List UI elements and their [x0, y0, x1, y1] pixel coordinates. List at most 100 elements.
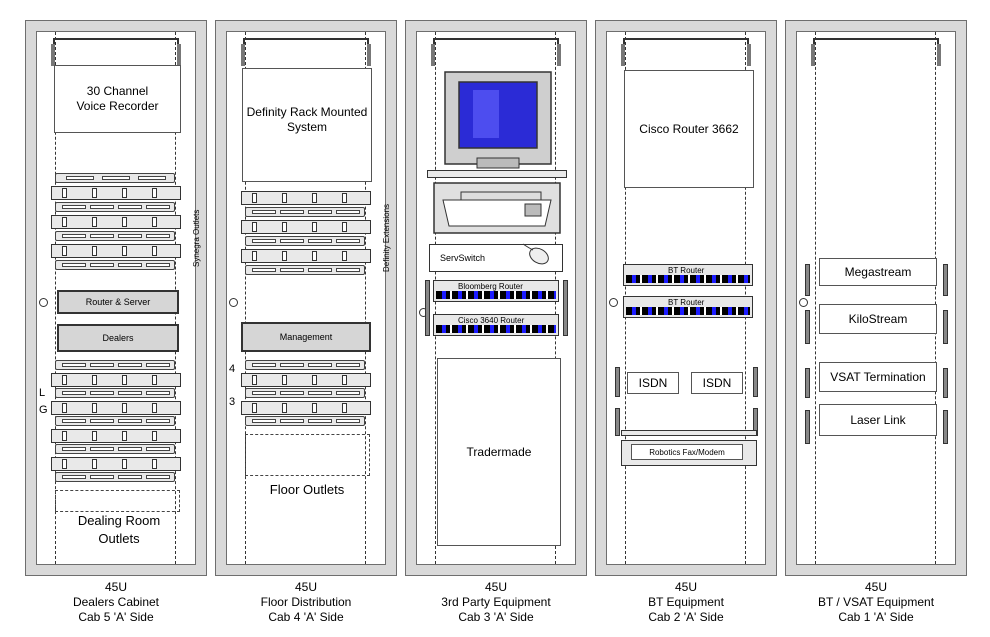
robotics-fax-modem: Robotics Fax/Modem: [631, 444, 743, 460]
rail-left: [245, 32, 246, 564]
patch-shelf: [241, 249, 371, 263]
synegra-outlets-label: Synegra Outlets: [192, 209, 201, 267]
cisco-3662-router: Cisco Router 3662: [624, 70, 754, 188]
patch-panel: [55, 260, 175, 270]
caption-size: 45U: [864, 580, 887, 594]
rail-right: [365, 32, 366, 564]
caption-side: Cab 1 'A' Side: [838, 610, 914, 624]
rack-handle: [805, 410, 810, 444]
monitor-icon: [443, 70, 553, 170]
megastream-unit: Megastream: [819, 258, 937, 286]
mouse-icon: [521, 242, 551, 266]
kilostream-unit: KiloStream: [819, 304, 937, 334]
caption-size: 45U: [294, 580, 317, 594]
patch-panel: [55, 231, 175, 241]
servswitch-label: ServSwitch: [440, 253, 486, 263]
rack-handle: [943, 310, 948, 344]
rack-handle: [805, 368, 810, 398]
outlet-space: [55, 490, 180, 512]
cabinet-frame: 30 Channel Voice Recorder Synegra Outlet…: [36, 31, 201, 565]
outlet-space: [245, 434, 370, 476]
patch-shelf: [51, 457, 181, 471]
caption-cab-5: 45U Dealers Cabinet Cab 5 'A' Side: [21, 580, 211, 625]
bt-router-2-label: BT Router: [668, 298, 705, 307]
cabinet-bt-vsat: Megastream KiloStream VSAT Termination L…: [785, 20, 967, 576]
rack-handle: [615, 408, 620, 436]
caption-name: Dealers Cabinet: [72, 595, 160, 609]
tradermade-unit: Tradermade: [437, 358, 561, 546]
top-bracket: [431, 38, 561, 66]
caption-size: 45U: [484, 580, 507, 594]
definity-system: Definity Rack Mounted System: [242, 68, 372, 182]
dealers-unit: Dealers: [57, 324, 179, 352]
voice-recorder: 30 Channel Voice Recorder: [54, 65, 181, 133]
cabinet-frame: Cisco Router 3662 BT Router BT Router IS…: [606, 31, 766, 565]
dealers-label: Dealers: [102, 333, 134, 343]
caption-name: BT / VSAT Equipment: [817, 595, 935, 609]
patch-panel: [55, 202, 175, 212]
rail-left: [55, 32, 56, 564]
management-unit: Management: [241, 322, 371, 352]
patch-panel: [245, 388, 365, 398]
rack-handle: [425, 280, 430, 336]
patch-shelf: [51, 186, 181, 200]
cabinet-frame: Megastream KiloStream VSAT Termination L…: [796, 31, 956, 565]
vsat-termination-unit: VSAT Termination: [819, 362, 937, 392]
patch-panel: [245, 207, 365, 217]
patch-panel: [245, 416, 365, 426]
rack-handle: [943, 410, 948, 444]
cable-ring: [799, 298, 808, 307]
caption-size: 45U: [104, 580, 127, 594]
patch-shelf: [51, 429, 181, 443]
patch-shelf: [241, 220, 371, 234]
caption-name: BT Equipment: [648, 595, 724, 609]
top-bracket: [621, 38, 751, 66]
patch-shelf: [241, 191, 371, 205]
definity-extensions-label: Definity Extensions: [382, 203, 391, 272]
marker-l: L: [39, 387, 46, 399]
isdn-1: ISDN: [627, 372, 679, 394]
patch-panel: [245, 236, 365, 246]
cabinet-dealers: 30 Channel Voice Recorder Synegra Outlet…: [25, 20, 207, 576]
marker-3: 3: [229, 396, 236, 408]
floor-outlets-label: Floor Outlets: [269, 482, 345, 497]
patch-panel: [55, 360, 175, 370]
isdn-2: ISDN: [691, 372, 743, 394]
top-bracket: [241, 38, 371, 66]
bloomberg-router-label: Bloomberg Router: [458, 282, 523, 291]
patch-shelf: [51, 401, 181, 415]
cabinet-bt-equipment: Cisco Router 3662 BT Router BT Router IS…: [595, 20, 777, 576]
patch-shelf: [51, 215, 181, 229]
top-bracket: [51, 38, 181, 66]
caption-side: Cab 5 'A' Side: [78, 610, 154, 624]
dealing-room-outlets-label: Dealing Room Outlets: [77, 513, 161, 546]
bt-router-2: BT Router: [623, 296, 753, 318]
caption-side: Cab 2 'A' Side: [648, 610, 724, 624]
patch-panel: [55, 173, 175, 183]
caption-cab-3: 45U 3rd Party Equipment Cab 3 'A' Side: [401, 580, 591, 625]
cabinet-floor-distribution: Definity Rack Mounted System Definity Ex…: [215, 20, 397, 576]
cabinet-frame: Definity Rack Mounted System Definity Ex…: [226, 31, 391, 565]
patch-panel: [55, 388, 175, 398]
patch-shelf: [241, 373, 371, 387]
caption-cab-2: 45U BT Equipment Cab 2 'A' Side: [591, 580, 781, 625]
management-label: Management: [279, 332, 333, 342]
patch-shelf: [51, 244, 181, 258]
cable-ring: [609, 298, 618, 307]
caption-cab-1: 45U BT / VSAT Equipment Cab 1 'A' Side: [781, 580, 971, 625]
cisco-3640-router-label: Cisco 3640 Router: [458, 316, 525, 325]
router-server-unit: Router & Server: [57, 290, 179, 314]
rack-handle: [615, 367, 620, 397]
cabinet-3rd-party: ServSwitch Bloomberg Router Cisco 3640 R…: [405, 20, 587, 576]
caption-name: Floor Distribution: [260, 595, 352, 609]
rack-handle: [943, 264, 948, 296]
equipment-shelf: [621, 430, 757, 436]
patch-panel: [55, 472, 175, 482]
cisco-3640-router: Cisco 3640 Router: [433, 314, 559, 336]
bt-router-1-label: BT Router: [668, 266, 705, 275]
cabinet-frame: ServSwitch Bloomberg Router Cisco 3640 R…: [416, 31, 576, 565]
caption-size: 45U: [674, 580, 697, 594]
monitor-shelf: [427, 170, 567, 178]
patch-shelf: [51, 373, 181, 387]
router-server-label: Router & Server: [85, 297, 151, 307]
